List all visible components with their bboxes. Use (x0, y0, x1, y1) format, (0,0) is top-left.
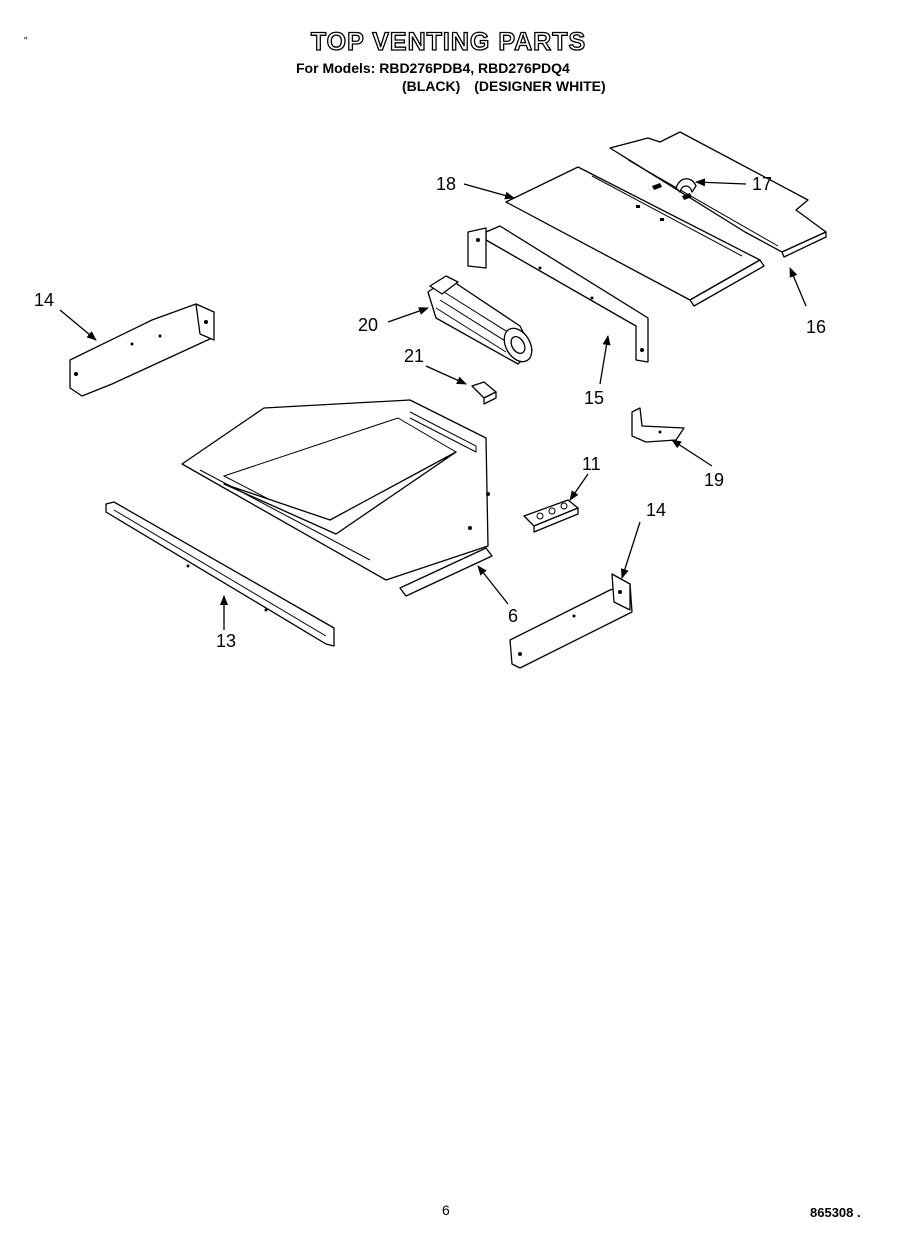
leader-lines (59, 178, 807, 630)
models-line: For Models: RBD276PDB4, RBD276PDQ4 (296, 60, 570, 76)
part-6-vent-duct (181, 399, 493, 597)
callout-19: 19 (704, 470, 724, 490)
part-18-vent-plate (505, 166, 765, 307)
document-number: 865308 . (810, 1205, 861, 1220)
callout-20: 20 (358, 315, 378, 335)
page-number: 6 (442, 1202, 450, 1218)
corner-mark: " (24, 36, 28, 47)
callout-11: 11 (582, 454, 601, 474)
callout-21: 21 (404, 346, 424, 366)
part-15-channel-bracket (467, 225, 649, 363)
callout-18: 18 (436, 174, 456, 194)
part-14-side-bracket-right (509, 573, 633, 669)
page-title: TOP VENTING PARTS (310, 27, 587, 56)
callout-14-upper: 14 (34, 290, 54, 310)
part-13-front-rail (105, 501, 335, 647)
callout-14-lower: 14 (646, 500, 666, 520)
callout-17: 17 (752, 174, 772, 194)
part-16-cover-plate (609, 131, 827, 258)
part-17-clip (652, 178, 697, 200)
variant-white: (DESIGNER WHITE) (474, 78, 606, 94)
variant-black: (BLACK) (402, 78, 461, 94)
variant-line: (BLACK) (DESIGNER WHITE) (402, 78, 606, 94)
part-20-blower-motor (427, 275, 533, 365)
callout-6: 6 (508, 606, 518, 626)
part-21-block (471, 381, 497, 405)
part-19-small-bracket (631, 407, 685, 443)
part-11-terminal-block (523, 499, 579, 533)
callout-13: 13 (216, 631, 236, 651)
callout-16: 16 (806, 317, 826, 337)
callout-15: 15 (584, 388, 604, 408)
part-14-side-bracket-left (69, 303, 215, 397)
